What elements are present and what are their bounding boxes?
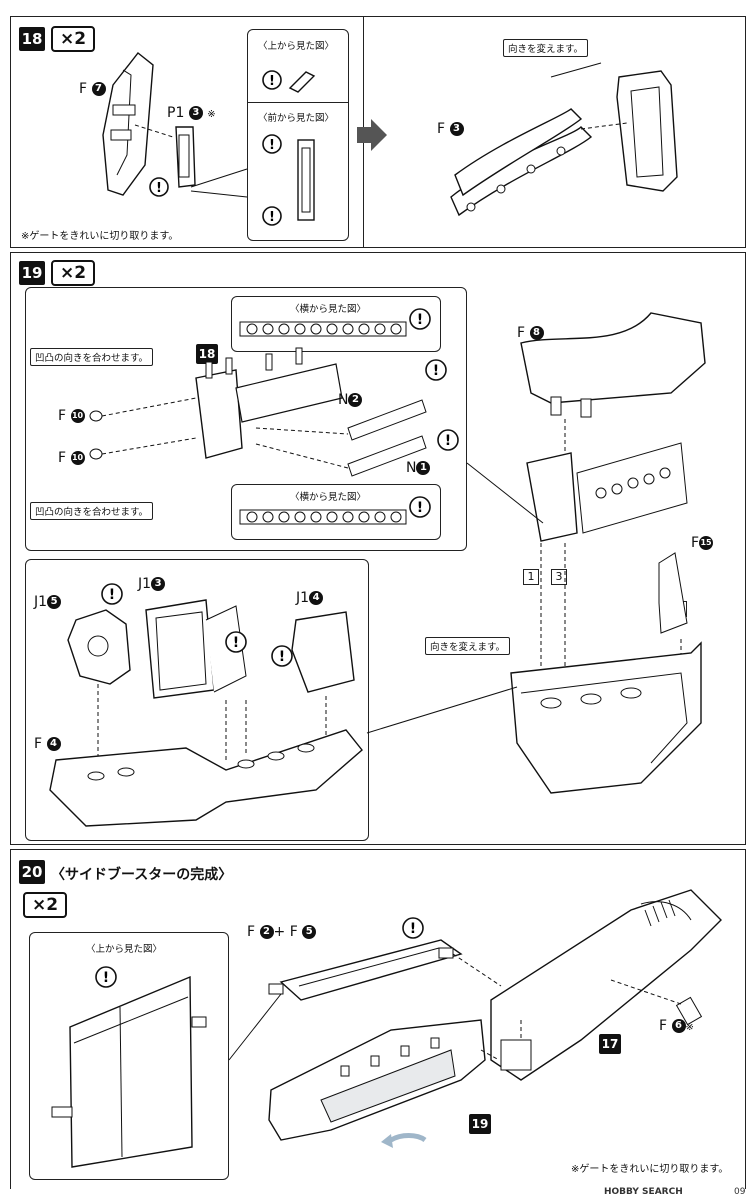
side-view-box-2: 〈横から見た図〉 ! <box>231 484 441 540</box>
warning-icon: ! <box>409 496 431 518</box>
step19-main-assembly <box>510 312 706 794</box>
svg-text:!: ! <box>433 363 439 379</box>
step-18-panel: 18 ×2 F 7 P1 3 ※ ! 〈上から見た図〉 ! 〈前から見た図〉 !… <box>10 16 746 248</box>
warning-icon: ! <box>437 429 459 451</box>
multiplier-badge: ×2 <box>51 260 96 286</box>
rail-side-view <box>239 321 407 337</box>
part-label-f10a: F 10 <box>58 408 85 424</box>
top-view-drawing: ! <box>262 70 316 93</box>
svg-text:!: ! <box>269 210 275 225</box>
rail-side-view <box>239 509 407 525</box>
warning-icon: ! <box>409 308 431 330</box>
side-view-caption: 〈横から見た図〉 <box>290 492 367 503</box>
inset-top-caption: 〈上から見た図〉 <box>258 41 335 52</box>
step20-assembly <box>228 889 722 1148</box>
inset-front-caption: 〈前から見た図〉 <box>258 113 335 124</box>
right-arrow-icon <box>357 119 387 151</box>
turn-note: 向きを変えます。 <box>425 637 511 655</box>
svg-text:!: ! <box>417 500 423 516</box>
part-label-f10b: F 10 <box>58 450 85 466</box>
multiplier-badge: ×2 <box>51 26 96 52</box>
align-note-2: 凹凸の向きを合わせます。 <box>30 502 154 520</box>
part-label-f15: F15 <box>691 535 714 551</box>
inset-top-caption: 〈上から見た図〉 <box>86 944 163 955</box>
side-view-box-1: 〈横から見た図〉 ! <box>231 296 441 352</box>
order-box-3: 3 <box>551 569 567 585</box>
svg-text:!: ! <box>417 312 423 328</box>
view-inset: 〈上から見た図〉 ! 〈前から見た図〉 ! ! <box>247 29 349 241</box>
part-p1-drawing <box>175 126 196 188</box>
svg-text:!: ! <box>103 970 109 986</box>
ref-step-19: 19 <box>469 1114 491 1134</box>
panel-top-view: ! <box>51 966 207 1168</box>
multiplier-badge: ×2 <box>23 892 68 918</box>
part-label-f3: F 3 <box>437 121 464 137</box>
ref-step-17: 17 <box>599 1034 621 1054</box>
svg-text:!: ! <box>233 635 239 651</box>
callout-line <box>466 462 544 524</box>
step-title: 〈サイドブースターの完成〉 <box>51 867 233 883</box>
part-label-f4: F 4 <box>34 736 61 752</box>
step19-subassembly <box>89 347 427 477</box>
svg-text:!: ! <box>279 649 285 665</box>
svg-text:!: ! <box>410 921 416 937</box>
svg-text:!: ! <box>269 138 275 153</box>
step-number: 20 <box>19 860 45 884</box>
svg-text:!: ! <box>445 433 451 449</box>
svg-text:!: ! <box>269 74 275 89</box>
turn-note: 向きを変えます。 <box>503 39 589 57</box>
inset-n-parts: 〈横から見た図〉 ! 凹凸の向きを合わせます。 18 F 10 F 10 <box>25 287 467 551</box>
part-label-f7: F 7 <box>79 81 106 97</box>
gate-note: ※ゲートをきれいに切り取ります。 <box>21 231 179 242</box>
step-number: 19 <box>19 261 45 285</box>
callout-line <box>190 168 248 198</box>
step-20-panel: 20 〈サイドブースターの完成〉 ×2 〈上から見た図〉 ! F 2+ F 5 … <box>10 849 746 1189</box>
parts-label: F 2+ F 5 <box>247 924 317 940</box>
align-note-1: 凹凸の向きを合わせます。 <box>30 348 154 366</box>
page-number: 09 <box>734 1187 746 1197</box>
svg-text:!: ! <box>109 587 115 603</box>
step19-j-assembly: ! ! ! <box>49 583 363 827</box>
top-view-inset: 〈上から見た図〉 ! <box>29 932 229 1180</box>
svg-text:!: ! <box>156 181 162 196</box>
front-view-drawing: ! ! <box>262 134 315 226</box>
step-number: 18 <box>19 27 45 51</box>
gate-note: ※ゲートをきれいに切り取ります。 <box>571 1164 729 1175</box>
assembly-18-drawing <box>450 62 678 217</box>
part-label-p1: P1 3 ※ <box>167 105 216 121</box>
callout-line <box>366 686 518 734</box>
part-label-f8: F 8 <box>517 325 544 341</box>
watermark: HOBBY SEARCH <box>604 1187 683 1197</box>
warning-icon: ! <box>149 177 169 197</box>
warning-icon: ! <box>402 917 424 939</box>
order-box-1: 1 <box>523 569 539 585</box>
part-f7-drawing <box>102 52 174 196</box>
warning-icon: ! <box>425 359 447 381</box>
ref-step-18: 18 <box>196 344 218 364</box>
step-19-panel: 19 ×2 〈横から見た図〉 ! 凹凸の向きを合わせます。 18 F 10 F … <box>10 252 746 845</box>
side-view-caption: 〈横から見た図〉 <box>290 304 367 315</box>
part-label-f6: F 6※ <box>659 1018 694 1034</box>
